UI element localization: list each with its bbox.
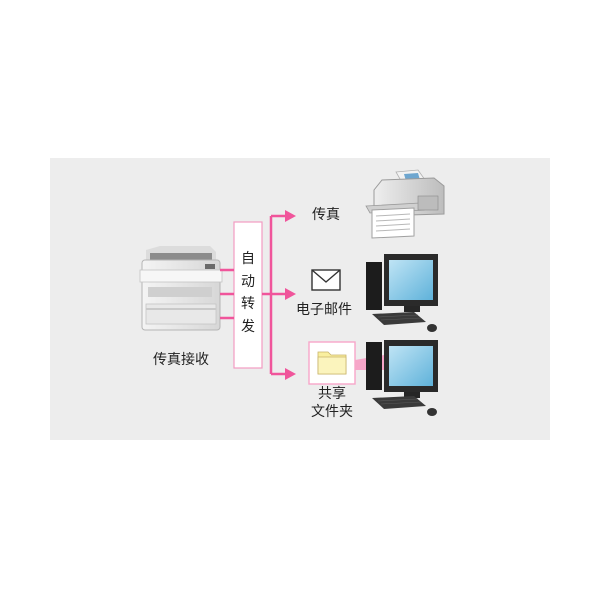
arrowhead-folder [285,368,296,380]
forward-arrows [220,214,286,376]
desktop-computer-icon [366,340,438,416]
fax-label: 传真 [312,207,340,223]
folder-label-line1: 共享 [318,385,346,402]
arrowhead-fax [285,210,296,222]
email-label: 电子邮件 [296,302,352,318]
desktop-computer-icon [366,254,438,332]
forward-char-3: 转 [241,296,255,312]
forward-char-1: 自 [241,251,255,267]
arrowhead-email [285,288,296,300]
auto-forward-box [233,221,263,369]
folder-icon [308,341,356,385]
source-label: 传真接收 [153,351,209,368]
forward-char-2: 动 [241,274,255,290]
folder-label-line2: 文件夹 [311,404,353,420]
multifunction-printer-icon [139,246,223,331]
forward-char-4: 发 [241,319,255,335]
envelope-icon [311,269,341,291]
fax-machine-icon [365,169,445,239]
diagram-panel [50,158,550,440]
